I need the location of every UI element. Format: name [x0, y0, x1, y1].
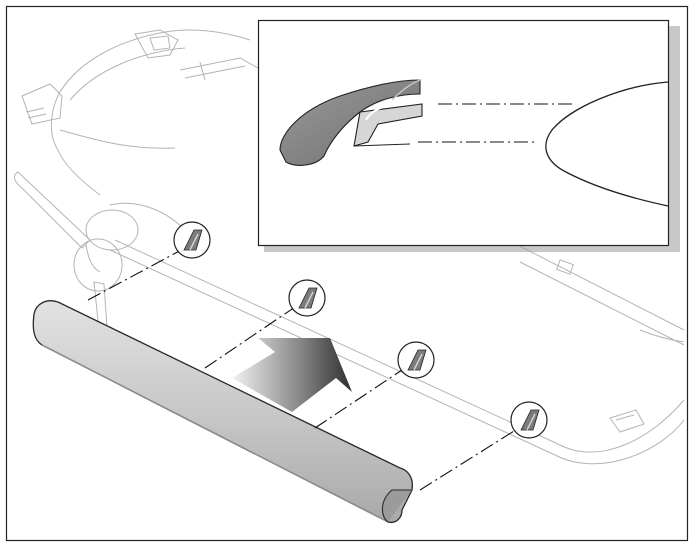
leading-edge-part: [32, 300, 414, 524]
callout-clip-2: [288, 279, 326, 317]
guide-lines: [87, 247, 523, 491]
callout-clip-1: [173, 221, 211, 259]
inset-clip-part: [279, 79, 423, 166]
detail-inset: [257, 19, 680, 252]
inset-guide-lines: [418, 103, 572, 143]
callout-clip-3: [397, 341, 435, 379]
install-arrow-icon: [232, 338, 352, 412]
callout-clip-4: [510, 401, 548, 439]
inset-wing-profile: [545, 81, 669, 207]
